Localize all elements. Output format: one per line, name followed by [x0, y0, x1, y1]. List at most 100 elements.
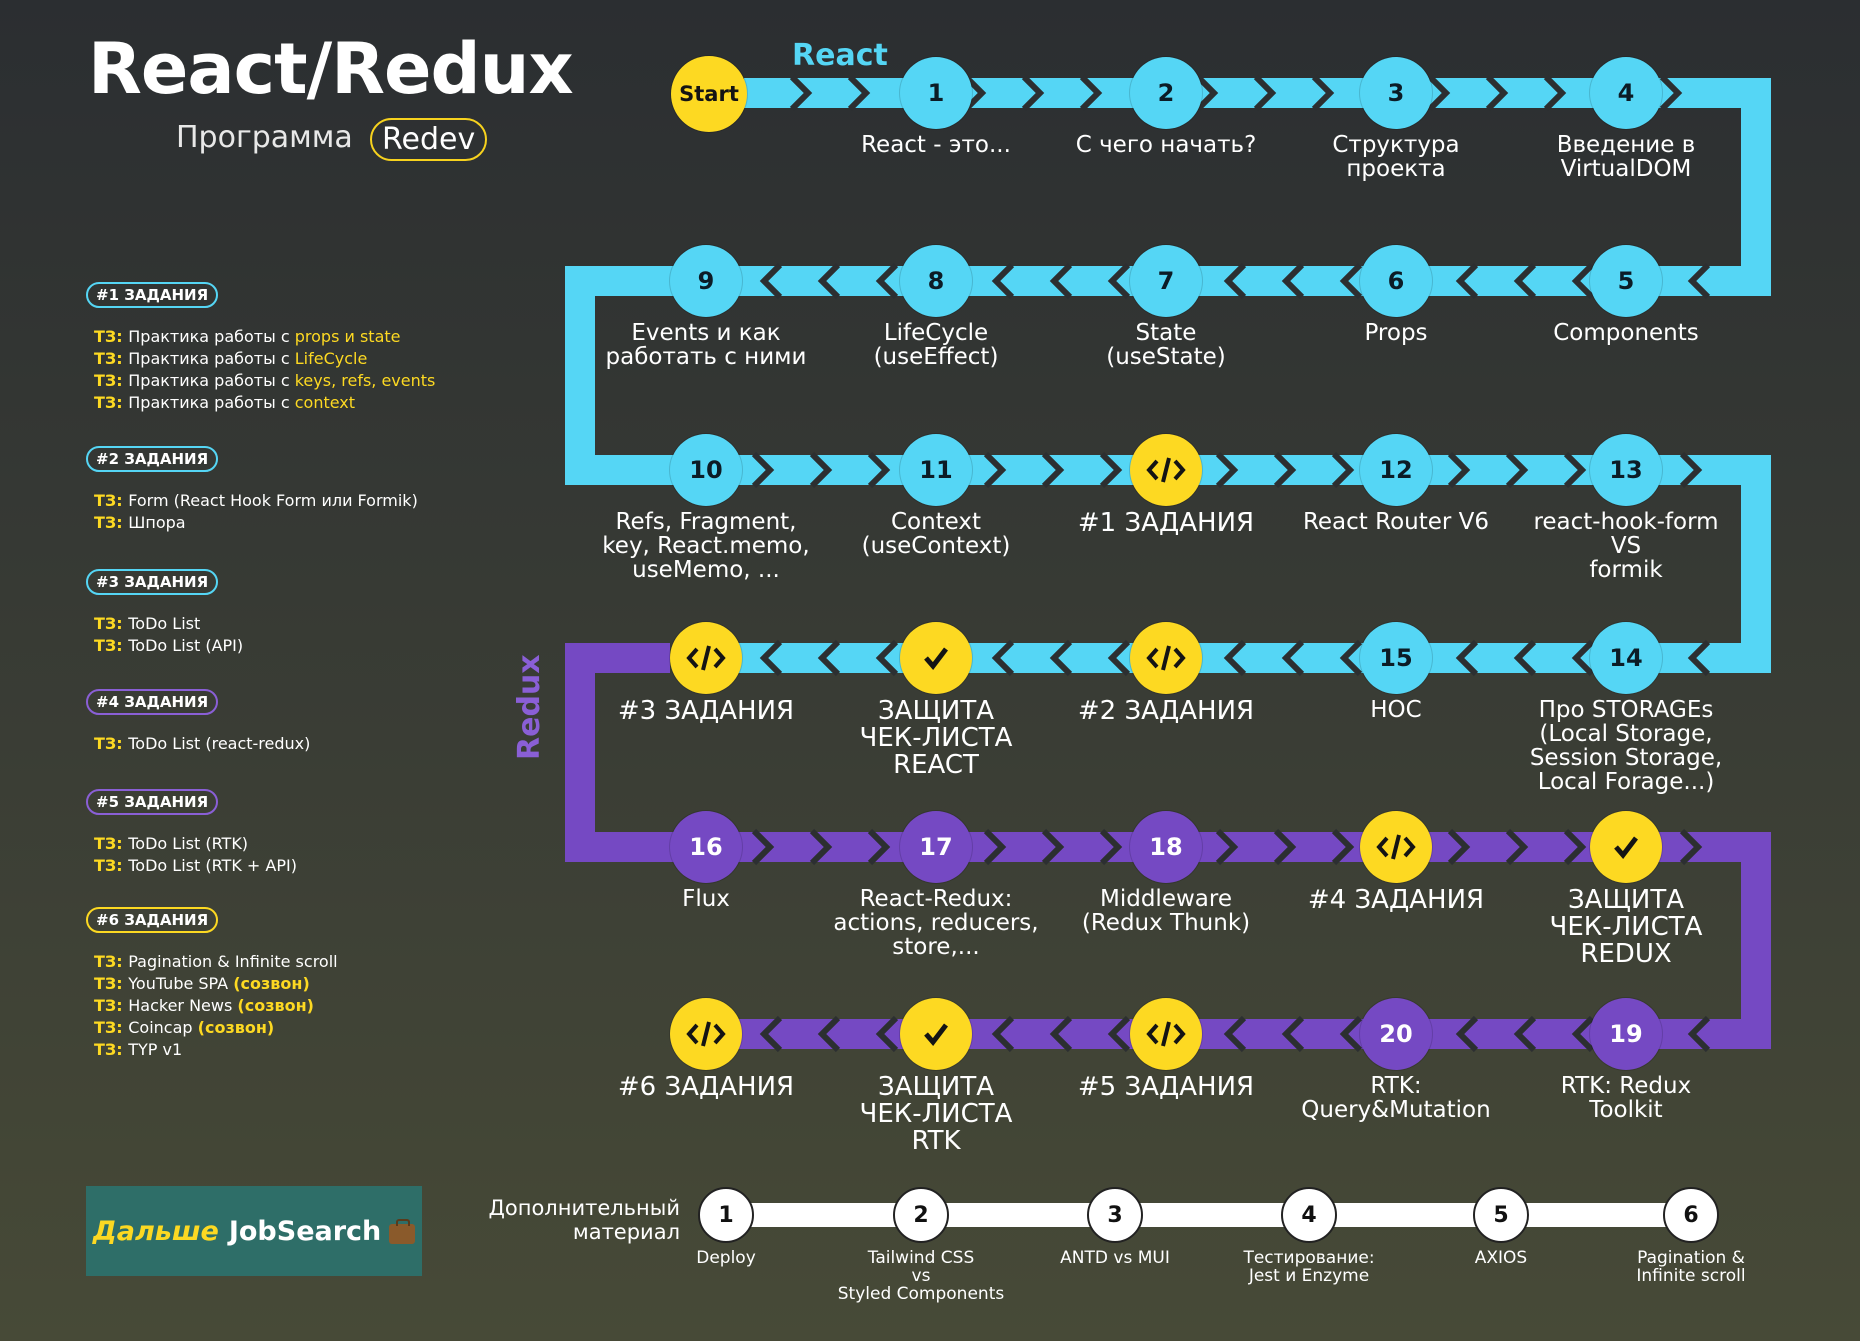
- page-title: React/Redux: [88, 28, 574, 110]
- step-label: LifeCycle (useEffect): [873, 320, 999, 370]
- legend-item-highlight: context: [294, 393, 356, 412]
- checklist-node[interactable]: [900, 622, 972, 694]
- check-icon: [921, 643, 951, 673]
- legend-item-prefix: ТЗ:: [94, 834, 129, 853]
- path-chevron: [1543, 74, 1567, 112]
- step-label: react-hook-form VS formik: [1533, 509, 1719, 583]
- legend-item: ТЗ: YouTube SPA (созвон): [94, 973, 338, 995]
- step-node[interactable]: 14: [1590, 622, 1662, 694]
- task-node[interactable]: [1130, 622, 1202, 694]
- step-node[interactable]: 7: [1130, 245, 1202, 317]
- check-icon: [921, 1019, 951, 1049]
- next-jobsearch-button[interactable]: Дальше JobSearch: [86, 1186, 422, 1276]
- task-node[interactable]: [670, 998, 742, 1070]
- checklist-node[interactable]: [900, 998, 972, 1070]
- task-node[interactable]: [1130, 434, 1202, 506]
- path-chevron: [759, 262, 783, 300]
- checklist-node[interactable]: [1590, 811, 1662, 883]
- extra-label: ANTD vs MUI: [1060, 1248, 1170, 1268]
- step-node[interactable]: 8: [900, 245, 972, 317]
- extra-track: [726, 1203, 1691, 1227]
- legend-item-text: ToDo List (RTK): [128, 834, 249, 853]
- legend-item-text: TYP v1: [128, 1040, 183, 1059]
- legend-item: ТЗ: Практика работы с context: [94, 392, 435, 414]
- path-chevron: [983, 451, 1007, 489]
- legend-item: ТЗ: ToDo List (API): [94, 635, 243, 657]
- path-chevron: [1021, 74, 1045, 112]
- step-label: Context (useContext): [861, 509, 1011, 559]
- legend-item-prefix: ТЗ:: [94, 734, 129, 753]
- extra-label: Deploy: [696, 1248, 756, 1268]
- extra-node[interactable]: 3: [1087, 1187, 1143, 1243]
- step-node[interactable]: 6: [1360, 245, 1432, 317]
- step-node[interactable]: 9: [670, 245, 742, 317]
- step-node[interactable]: 4: [1590, 57, 1662, 129]
- step-node[interactable]: 13: [1590, 434, 1662, 506]
- step-node[interactable]: 19: [1590, 998, 1662, 1070]
- step-node[interactable]: 12: [1360, 434, 1432, 506]
- code-icon: [686, 643, 726, 673]
- legend-item-prefix: ТЗ:: [94, 491, 129, 510]
- step-node[interactable]: 11: [900, 434, 972, 506]
- path-chevron: [1679, 828, 1703, 866]
- legend-item-text: Практика работы с: [128, 349, 290, 368]
- path-chevron: [1281, 1015, 1305, 1053]
- extra-node[interactable]: 1: [698, 1187, 754, 1243]
- legend-item-highlight: keys, refs, events: [294, 371, 436, 390]
- step-node[interactable]: 20: [1360, 998, 1432, 1070]
- path-chevron: [847, 74, 871, 112]
- path-chevron: [1107, 1015, 1131, 1053]
- extra-node[interactable]: 2: [893, 1187, 949, 1243]
- legend-item: ТЗ: ToDo List (RTK): [94, 833, 297, 855]
- legend-item: ТЗ: Form (React Hook Form или Formik): [94, 490, 418, 512]
- path-chevron: [1687, 1015, 1711, 1053]
- step-label: ЗАЩИТА ЧЕК-ЛИСТА RTK: [859, 1072, 1013, 1156]
- task-node[interactable]: [670, 622, 742, 694]
- step-label: #6 ЗАДАНИЯ: [617, 1072, 795, 1102]
- path-chevron: [875, 639, 899, 677]
- path-chevron: [875, 262, 899, 300]
- step-node[interactable]: 10: [670, 434, 742, 506]
- path-chevron: [991, 262, 1015, 300]
- step-node[interactable]: 3: [1360, 57, 1432, 129]
- legend-item: ТЗ: Pagination & Infinite scroll: [94, 951, 338, 973]
- path-chevron: [809, 828, 833, 866]
- step-node[interactable]: 17: [900, 811, 972, 883]
- path-chevron: [1223, 262, 1247, 300]
- step-node[interactable]: 15: [1360, 622, 1432, 694]
- step-node[interactable]: 1: [900, 57, 972, 129]
- path-chevron: [1505, 828, 1529, 866]
- legend-item-call: (созвон): [197, 1018, 275, 1037]
- step-node[interactable]: 18: [1130, 811, 1202, 883]
- path-chevron: [759, 639, 783, 677]
- path-chevron: [751, 451, 775, 489]
- path-chevron: [1505, 451, 1529, 489]
- legend-item: ТЗ: ToDo List (RTK + API): [94, 855, 297, 877]
- legend-item-prefix: ТЗ:: [94, 1040, 129, 1059]
- path-chevron: [1195, 74, 1219, 112]
- path-chevron: [817, 639, 841, 677]
- path-chevron: [1571, 639, 1595, 677]
- task-node[interactable]: [1130, 998, 1202, 1070]
- path-chevron: [1563, 828, 1587, 866]
- path-chevron: [1281, 262, 1305, 300]
- extra-node[interactable]: 5: [1473, 1187, 1529, 1243]
- step-label: ЗАЩИТА ЧЕК-ЛИСТА REACT: [859, 696, 1013, 780]
- path-chevron: [817, 1015, 841, 1053]
- legend-tag: #1 ЗАДАНИЯ: [86, 282, 219, 308]
- step-node[interactable]: 2: [1130, 57, 1202, 129]
- path-chevron: [991, 639, 1015, 677]
- legend-item: ТЗ: Практика работы с props и state: [94, 326, 435, 348]
- path-chevron: [867, 451, 891, 489]
- legend-item-prefix: ТЗ:: [94, 636, 129, 655]
- extra-node[interactable]: 4: [1281, 1187, 1337, 1243]
- task-node[interactable]: [1360, 811, 1432, 883]
- step-node[interactable]: 16: [670, 811, 742, 883]
- legend-item: ТЗ: Coincap (созвон): [94, 1017, 338, 1039]
- path-chevron: [1223, 1015, 1247, 1053]
- extra-node[interactable]: 6: [1663, 1187, 1719, 1243]
- step-node[interactable]: 5: [1590, 245, 1662, 317]
- path-chevron: [1455, 1015, 1479, 1053]
- start-node[interactable]: Start: [671, 56, 747, 132]
